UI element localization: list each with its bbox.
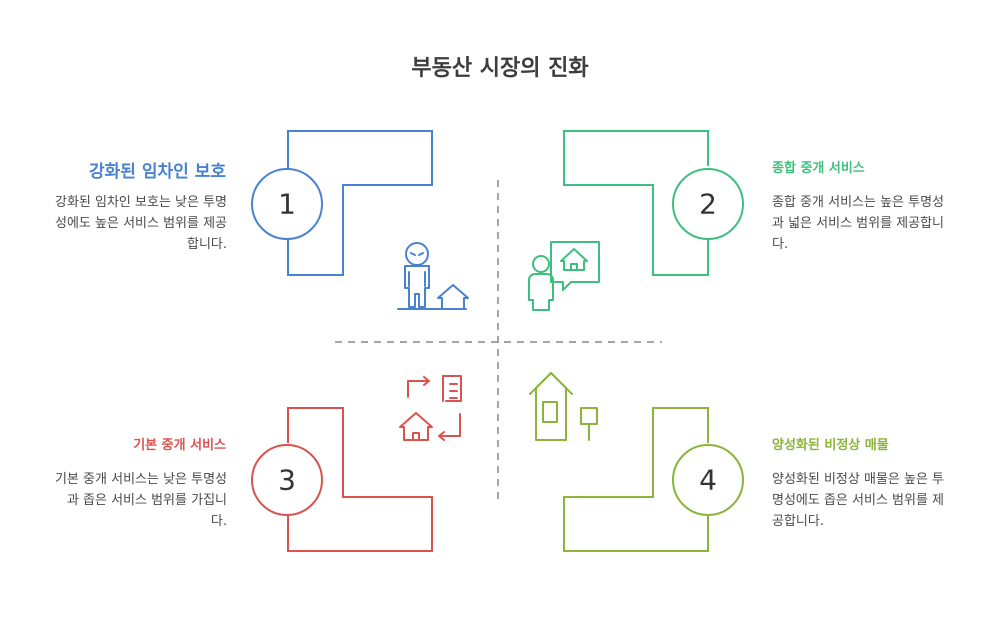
q1-description: 강화된 임차인 보호는 낮은 투명성에도 높은 서비스 범위를 제공합니다. bbox=[55, 195, 228, 252]
q4-frame bbox=[563, 407, 709, 552]
q1-frame bbox=[287, 130, 433, 276]
q4-description: 양성화된 비정상 매물은 높은 투명성에도 좁은 서비스 범위를 제공합니다. bbox=[772, 472, 945, 529]
irregular-listing-icon bbox=[529, 372, 598, 441]
q3-number: 3 bbox=[278, 464, 296, 497]
q1-number-circle bbox=[251, 168, 323, 240]
q2-number: 2 bbox=[699, 188, 717, 221]
q2-description: 종합 중개 서비스는 높은 투명성과 넓은 서비스 범위를 제공합니다. bbox=[772, 195, 945, 252]
q2-title: 종합 중개 서비스 bbox=[772, 161, 865, 176]
q2-frame bbox=[563, 130, 709, 276]
q4-number-circle bbox=[672, 444, 744, 516]
q3-description: 기본 중개 서비스는 낮은 투명성과 좁은 서비스 범위를 가집니다. bbox=[55, 472, 228, 529]
q2-number-circle bbox=[672, 168, 744, 240]
exchange-icon bbox=[399, 375, 462, 441]
agent-house-icon bbox=[528, 241, 600, 311]
q3-frame bbox=[287, 407, 433, 552]
q4-title: 양성화된 비정상 매물 bbox=[772, 438, 889, 453]
page-title: 부동산 시장의 진화 bbox=[411, 56, 589, 81]
q1-number: 1 bbox=[278, 188, 296, 221]
q1-title: 강화된 임차인 보호 bbox=[89, 162, 226, 182]
tenant-house-icon bbox=[397, 242, 469, 310]
q3-title: 기본 중개 서비스 bbox=[133, 438, 226, 453]
q4-number: 4 bbox=[699, 464, 717, 497]
q3-number-circle bbox=[251, 444, 323, 516]
